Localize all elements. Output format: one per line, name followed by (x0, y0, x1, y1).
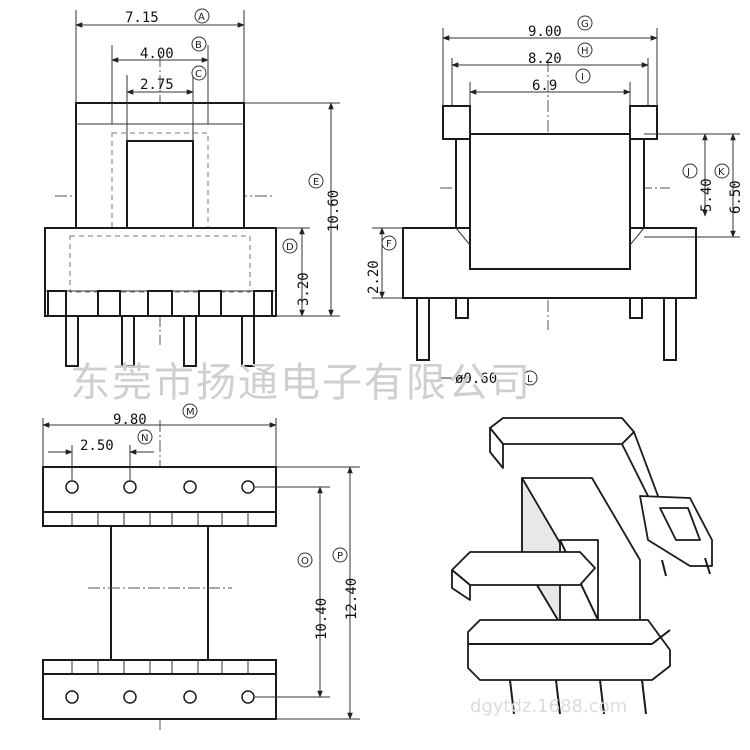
dim-p-value: 12.40 (344, 578, 360, 620)
tag-o-circle (297, 552, 313, 568)
dim-c-value: 2.75 (140, 77, 174, 93)
front-base-notch-1 (47, 290, 67, 317)
dim-h-value: 8.20 (528, 51, 562, 67)
bottom-top-hole-1 (65, 480, 79, 494)
side-left-chamfer (455, 227, 471, 246)
tag-i-label: I (581, 72, 584, 83)
tag-j-circle (682, 163, 698, 179)
front-pin-2 (121, 315, 135, 367)
side-right-chamfer (629, 227, 645, 246)
front-pin-1 (65, 315, 79, 367)
tag-l-label: L (527, 374, 533, 385)
tag-o-label: O (301, 556, 309, 567)
side-left-foot (455, 297, 469, 319)
front-pin-3 (183, 315, 197, 367)
tag-m-circle (182, 403, 198, 419)
front-pin-4 (241, 315, 255, 367)
tag-i-circle (575, 68, 591, 84)
dim-l-value: ø0.60 (455, 371, 497, 387)
side-right-foot (629, 297, 643, 319)
tag-h-label: H (581, 46, 589, 57)
bottom-top-hole-2 (123, 480, 137, 494)
iso-front-flange-side (451, 569, 471, 601)
dim-k-value: 6.50 (728, 180, 744, 214)
front-base-notch-2 (97, 290, 121, 317)
iso-front-pin-1 (509, 679, 515, 715)
tag-d-label: D (286, 242, 294, 253)
dim-a-value: 7.15 (125, 10, 159, 26)
bottom-bottom-hole-2 (123, 690, 137, 704)
tag-j-label: J (686, 167, 690, 178)
watermark-url: dgytdz.1688.com (470, 696, 627, 717)
bottom-bottom-plate (42, 673, 277, 720)
dim-j-value: 5.40 (699, 178, 715, 212)
iso-front-pin-2 (555, 679, 561, 715)
bottom-bottom-hole-1 (65, 690, 79, 704)
iso-front-base (467, 619, 671, 681)
side-pin-left (416, 297, 430, 361)
tag-p-label: P (337, 551, 343, 562)
front-base-notch-3 (147, 290, 173, 317)
tag-c-label: C (195, 69, 202, 80)
dim-f-value: 2.20 (366, 260, 382, 294)
tag-f-circle (381, 235, 397, 251)
bottom-bottom-hole-3 (183, 690, 197, 704)
dim-d-value: 3.20 (296, 272, 312, 306)
front-view: 7.15 A 4.00 B 2.75 C 10.60 E 3.20 D (44, 8, 342, 367)
tag-n-label: N (141, 433, 148, 444)
tag-g-label: G (581, 19, 589, 30)
iso-front-pin-3 (599, 679, 605, 715)
tag-b-label: B (195, 40, 202, 51)
iso-rear-pin-1 (661, 559, 667, 577)
iso-front-flange-top (451, 551, 596, 586)
side-view: 9.00 G 8.20 H 6.9 I 5.40 J 6.50 K 2.20 F (366, 15, 744, 387)
front-base-notch-4 (198, 290, 222, 317)
iso-back-flange-side (489, 427, 504, 469)
bottom-top-hole-3 (183, 480, 197, 494)
side-left-flange-wall (455, 138, 471, 229)
isometric-view (451, 417, 713, 715)
tag-a-circle (194, 8, 210, 24)
side-left-flange-top (442, 105, 471, 140)
tag-f-label: F (386, 239, 392, 250)
tag-k-label: K (718, 167, 725, 178)
tag-e-circle (308, 173, 324, 189)
tag-b-circle (191, 36, 207, 52)
side-winding-body (469, 133, 631, 270)
tag-p-circle (332, 547, 348, 563)
watermark-company: 东莞市扬通电子有限公司 (70, 360, 532, 406)
dim-n-value: 2.50 (80, 438, 114, 454)
bottom-bottom-plate-lip (42, 659, 277, 675)
tag-m-label: M (186, 407, 195, 418)
side-pin-right (663, 297, 677, 361)
dim-b-value: 4.00 (140, 46, 174, 62)
side-right-flange-wall (629, 138, 645, 229)
tag-a-label: A (198, 12, 205, 23)
tag-h-circle (577, 42, 593, 58)
bottom-bottom-hole-4 (241, 690, 255, 704)
tag-e-label: E (313, 177, 319, 188)
tag-l-circle (522, 370, 538, 386)
tag-c-circle (191, 65, 207, 81)
bottom-core-neck (110, 525, 209, 661)
tag-d-circle (282, 238, 298, 254)
tag-g-circle (577, 15, 593, 31)
tag-k-circle (714, 163, 730, 179)
bottom-top-hole-4 (241, 480, 255, 494)
bottom-top-plate-lip (42, 511, 277, 527)
iso-front-base-corner (651, 629, 671, 645)
dim-i-value: 6.9 (532, 78, 557, 94)
iso-back-flange-top (489, 417, 635, 445)
bottom-view: 9.80 M 2.50 N 10.40 O 12.40 P (42, 403, 360, 730)
front-base-notch-5 (253, 290, 273, 317)
dim-o-value: 10.40 (314, 598, 330, 640)
iso-rear-pin-2 (704, 557, 711, 575)
dim-m-value: 9.80 (113, 412, 147, 428)
dim-e-value: 10.60 (326, 190, 342, 232)
iso-front-pin-4 (641, 679, 647, 715)
tag-n-circle (137, 429, 153, 445)
iso-rear-slot (659, 507, 701, 541)
dim-g-value: 9.00 (528, 24, 562, 40)
